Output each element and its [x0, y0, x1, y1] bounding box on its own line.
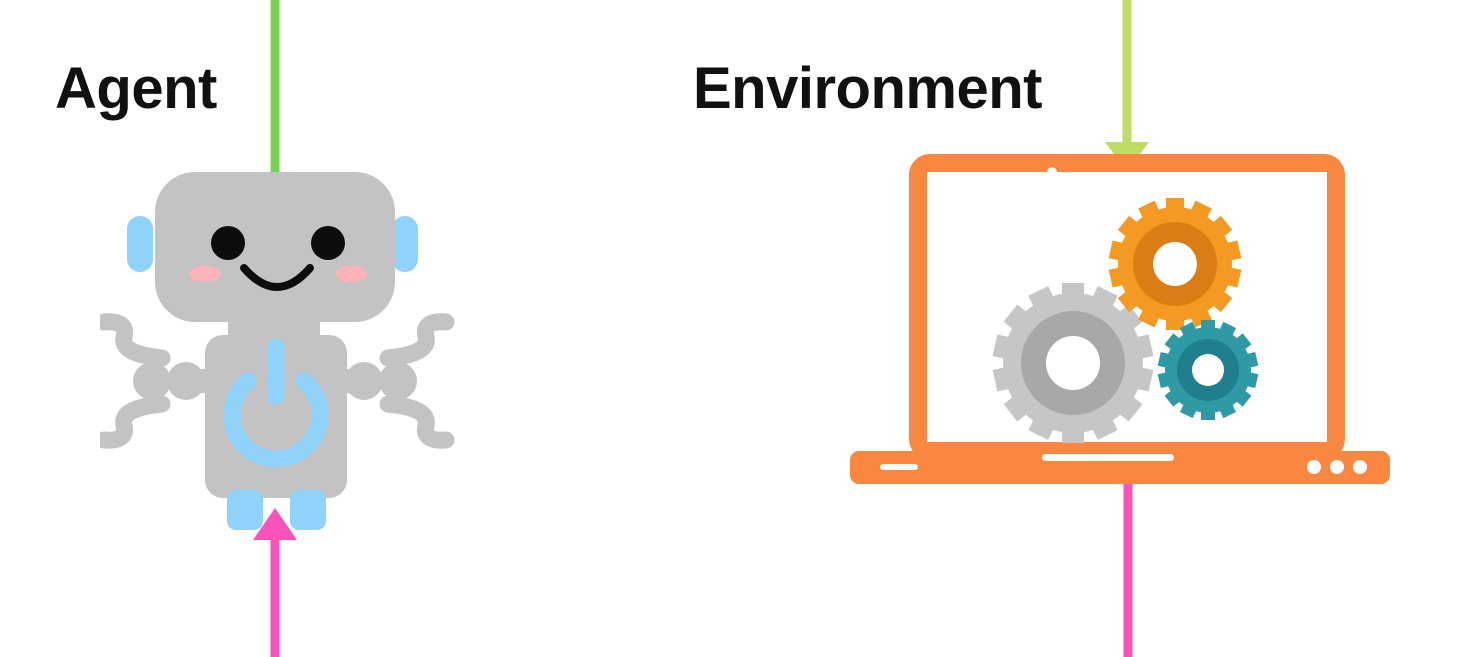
- robot-left-ear: [127, 216, 153, 272]
- gear-gray-icon: [992, 283, 1154, 443]
- robot-right-foot: [290, 490, 326, 530]
- laptop-lid-notch-line: [1042, 454, 1174, 461]
- robot-left-foot: [227, 490, 263, 530]
- robot-power-button-icon: [223, 338, 329, 468]
- gear-teal-icon: [1157, 320, 1259, 420]
- laptop-base: [850, 451, 1390, 484]
- robot-right-cheek: [335, 266, 367, 282]
- laptop-illustration: [850, 154, 1390, 484]
- robot-left-cheek: [189, 266, 221, 282]
- laptop-indicator-dots: [1307, 460, 1367, 474]
- robot-head: [155, 172, 395, 322]
- robot-mouth-smile: [240, 264, 314, 291]
- laptop-camera-icon: [1047, 167, 1057, 177]
- robot-torso: [205, 335, 347, 498]
- environment-label: Environment: [693, 56, 1043, 121]
- robot-right-ear: [392, 216, 418, 272]
- gear-orange-icon: [1108, 198, 1242, 330]
- robot-left-eye: [211, 226, 245, 260]
- robot-right-eye: [311, 226, 345, 260]
- arrow-from-agent-feet: [253, 508, 297, 657]
- laptop-trackpad-line: [880, 464, 918, 470]
- robot-illustration: [100, 172, 455, 530]
- agent-label: Agent: [55, 56, 217, 121]
